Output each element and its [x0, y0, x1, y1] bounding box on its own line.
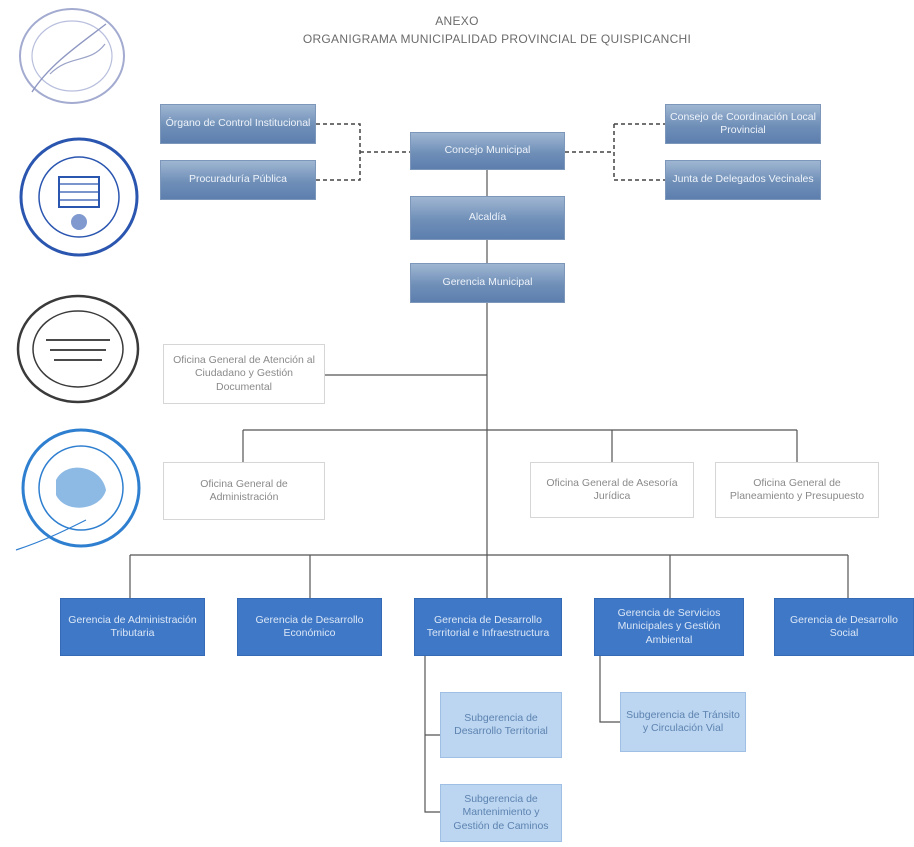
- connector-oficinas-bar: [242, 429, 798, 462]
- box-desarrollo-economico: Gerencia de Desarrollo Económico: [237, 598, 382, 656]
- box-planeamiento: Oficina General de Planeamiento y Presup…: [715, 462, 879, 518]
- box-delegados-vecinales: Junta de Delegados Vecinales: [665, 160, 821, 200]
- box-gerencia-municipal: Gerencia Municipal: [410, 263, 565, 303]
- seal-stamp-4: [15, 428, 141, 551]
- box-procuraduria: Procuraduría Pública: [160, 160, 316, 200]
- seal-stamp-3: [16, 294, 140, 404]
- box-alcaldia: Alcaldía: [410, 196, 565, 240]
- box-sub-transito: Subgerencia de Tránsito y Circulación Vi…: [620, 692, 746, 752]
- dashed-connector-left: [316, 123, 410, 181]
- page-subtitle: ORGANIGRAMA MUNICIPALIDAD PROVINCIAL DE …: [302, 32, 692, 46]
- box-control-institucional: Órgano de Control Institucional: [160, 104, 316, 144]
- box-admin-tributaria: Gerencia de Administración Tributaria: [60, 598, 205, 656]
- connector-subgerencias-servicios: [599, 655, 620, 723]
- box-desarrollo-territorial: Gerencia de Desarrollo Territorial e Inf…: [414, 598, 562, 656]
- box-servicios-municipales: Gerencia de Servicios Municipales y Gest…: [594, 598, 744, 656]
- box-desarrollo-social: Gerencia de Desarrollo Social: [774, 598, 914, 656]
- seal-stamp-2: [19, 137, 139, 257]
- box-sub-territorial: Subgerencia de Desarrollo Territorial: [440, 692, 562, 758]
- page-title: ANEXO: [435, 14, 479, 28]
- box-concejo-municipal: Concejo Municipal: [410, 132, 565, 170]
- box-coordinacion-local: Consejo de Coordinación Local Provincial: [665, 104, 821, 144]
- connector-subgerencias-territorial: [424, 655, 440, 813]
- box-atencion-ciudadano: Oficina General de Atención al Ciudadano…: [163, 344, 325, 404]
- box-asesoria-juridica: Oficina General de Asesoría Jurídica: [530, 462, 694, 518]
- connector-gerencias-bar: [129, 554, 849, 598]
- box-sub-caminos: Subgerencia de Mantenimiento y Gestión d…: [440, 784, 562, 842]
- dashed-connector-right: [565, 123, 665, 181]
- seal-stamp-1: [19, 8, 125, 104]
- box-administracion: Oficina General de Administración: [163, 462, 325, 520]
